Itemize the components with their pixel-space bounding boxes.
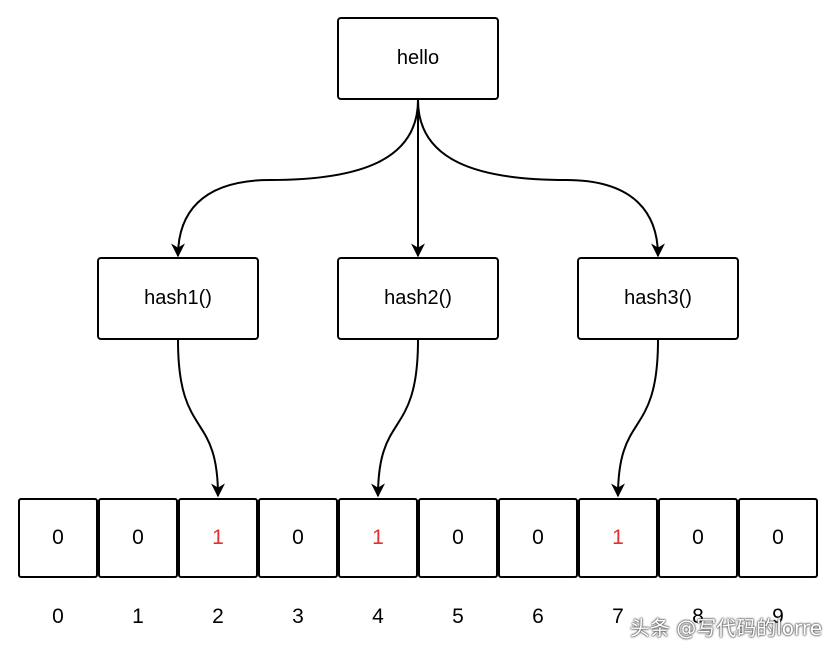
hash2-node: hash2() xyxy=(337,257,499,340)
bit-index-0: 0 xyxy=(52,605,64,628)
bit-cell-7: 1 xyxy=(578,498,658,578)
watermark-text: 头条 @写代码的lorre xyxy=(629,616,822,640)
bit-index-5: 5 xyxy=(452,605,464,628)
edge-hash1-to-bit-2 xyxy=(177,339,225,498)
bit-cell-3: 0 xyxy=(258,498,338,578)
bit-index-7: 7 xyxy=(612,605,624,628)
bit-index-9: 9 xyxy=(772,605,784,628)
bit-index-8: 8 xyxy=(692,605,704,628)
bit-cell-4: 1 xyxy=(338,498,418,578)
bit-cell-9: 0 xyxy=(738,498,818,578)
bit-index-4: 4 xyxy=(372,605,384,628)
edge-hash3-to-bit-7 xyxy=(611,339,659,498)
bit-index-6: 6 xyxy=(532,605,544,628)
bit-index-3: 3 xyxy=(292,605,304,628)
bit-cell-0: 0 xyxy=(18,498,98,578)
bit-cell-1: 0 xyxy=(98,498,178,578)
edge-hello-to-hash1 xyxy=(171,99,419,258)
bit-cell-2: 1 xyxy=(178,498,258,578)
bit-cell-6: 0 xyxy=(498,498,578,578)
edge-hello-to-hash3 xyxy=(417,99,665,258)
source-node-hello: hello xyxy=(337,17,499,100)
hash3-node: hash3() xyxy=(577,257,739,340)
bit-cell-5: 0 xyxy=(418,498,498,578)
bit-cell-8: 0 xyxy=(658,498,738,578)
hash1-node: hash1() xyxy=(97,257,259,340)
bit-index-1: 1 xyxy=(132,605,144,628)
edge-hash2-to-bit-4 xyxy=(371,339,419,498)
bit-index-2: 2 xyxy=(212,605,224,628)
